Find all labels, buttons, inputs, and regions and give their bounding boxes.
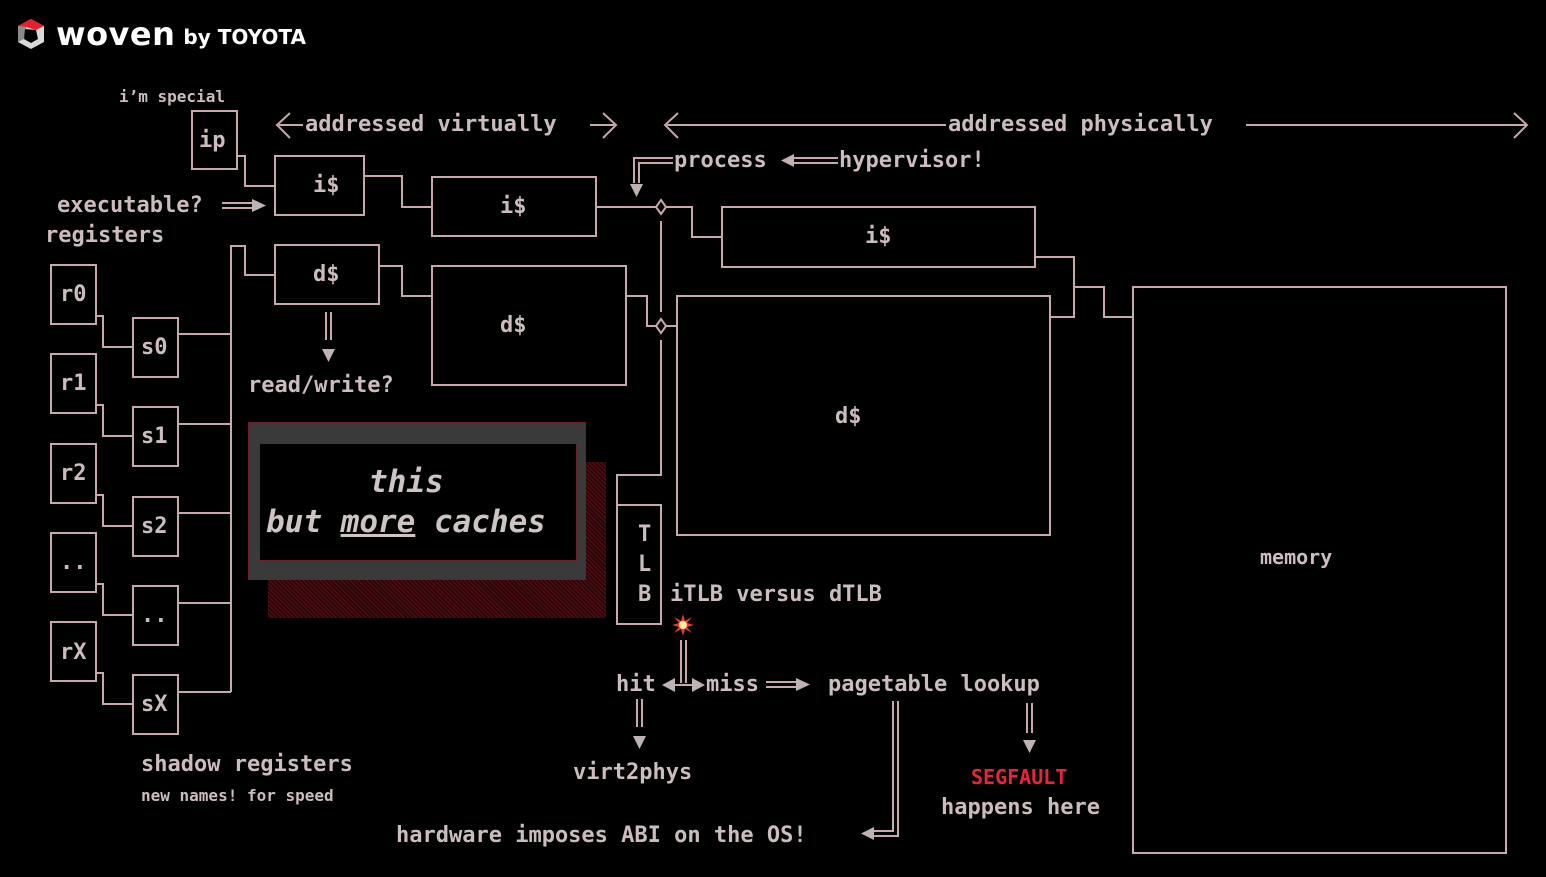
l3-dcache-box xyxy=(676,295,1051,536)
segfault-arrow xyxy=(1023,703,1036,753)
memory-label: memory xyxy=(1260,545,1333,569)
registers-label: registers xyxy=(45,223,165,248)
register-box-rX xyxy=(50,621,97,682)
abi-label: hardware imposes ABI on the OS! xyxy=(396,823,807,848)
hypervisor-arrow xyxy=(630,154,838,197)
register-r1: r1 xyxy=(60,371,87,396)
l1i-l2i-wire xyxy=(364,175,432,208)
l1-dcache-label: d$ xyxy=(313,262,340,287)
brand-suffix: by TOYOTA xyxy=(183,25,306,49)
shadow-s0: s0 xyxy=(141,335,168,360)
pagetable-lookup-label: pagetable lookup xyxy=(828,672,1040,697)
read-write-label: read/write? xyxy=(248,373,394,398)
l3-dcache-label: d$ xyxy=(835,404,862,429)
l1d-l2d-wire xyxy=(379,265,432,297)
virt2phys-arrow xyxy=(633,699,646,749)
register-box-r2 xyxy=(50,443,97,504)
ip-note: i’m special xyxy=(119,87,225,106)
addressed-physically-label: addressed physically xyxy=(948,112,1213,137)
callout-line2-a: but xyxy=(266,504,341,540)
explosion-icon xyxy=(672,614,694,636)
woven-logo: woven by TOYOTA xyxy=(14,16,306,52)
tlb-letter-t: T xyxy=(638,522,652,547)
brand-word: woven xyxy=(56,15,176,53)
memory-box xyxy=(1132,286,1507,854)
ip-label: ip xyxy=(199,128,226,153)
register-box-dots xyxy=(50,532,97,593)
executable-arrow xyxy=(222,199,266,212)
register-box-r0 xyxy=(50,264,97,325)
shadow-s2: s2 xyxy=(141,514,168,539)
l3d-mem-wire xyxy=(1050,287,1075,318)
tlb-letter-l: L xyxy=(638,552,652,577)
segfault-label: SEGFAULT xyxy=(971,765,1068,789)
l2-dcache-label: d$ xyxy=(500,313,527,338)
l2-icache-label: i$ xyxy=(500,194,527,219)
tlb-box xyxy=(616,504,662,625)
l2d-tap-wire xyxy=(626,295,656,327)
hypervisor-label: hypervisor! xyxy=(839,148,985,173)
register-box-r1 xyxy=(50,353,97,414)
tlb-tap-diamond-i xyxy=(654,198,668,216)
shadow-sX: sX xyxy=(141,692,168,717)
miss-label: miss xyxy=(706,672,759,697)
tlb-letter-b: B xyxy=(638,582,652,607)
register-r2: r2 xyxy=(60,461,87,486)
tlb-note: iTLB versus dTLB xyxy=(670,582,882,607)
callout-inner xyxy=(259,443,577,561)
shadow-registers-note: new names! for speed xyxy=(141,786,334,805)
tlb-bus-lower xyxy=(616,340,662,505)
l1-icache-label: i$ xyxy=(313,173,340,198)
virtual-range-arrow xyxy=(275,112,618,139)
segfault-note: happens here xyxy=(941,795,1100,820)
ip-wire xyxy=(237,155,275,187)
register-r0: r0 xyxy=(60,282,87,307)
callout-box xyxy=(248,422,586,580)
register-wires xyxy=(96,245,275,705)
process-label: process xyxy=(674,148,767,173)
register-dots: .. xyxy=(60,550,87,575)
shadow-dots: .. xyxy=(141,603,168,628)
hit-miss-arrows xyxy=(662,640,810,692)
tlb-tap-diamond-d xyxy=(654,317,668,335)
executable-label: executable? xyxy=(57,193,203,218)
virt2phys-label: virt2phys xyxy=(573,760,693,785)
physical-range-arrow xyxy=(663,112,1529,139)
callout-line1: this xyxy=(369,464,444,500)
ip-box xyxy=(191,110,238,170)
register-rX: rX xyxy=(60,640,87,665)
callout-line2: but more caches xyxy=(266,507,546,538)
shadow-registers-title: shadow registers xyxy=(141,752,353,777)
l3-icache-label: i$ xyxy=(865,224,892,249)
l2-dcache-box xyxy=(431,265,627,386)
woven-hexagon-logo-icon xyxy=(18,19,44,49)
register-boxes xyxy=(50,264,97,682)
l3i-mem-wire xyxy=(1035,256,1133,318)
callout-emphasis: more xyxy=(340,504,416,540)
tap-l3i-wire xyxy=(666,206,722,238)
callout-line2-b: caches xyxy=(415,504,546,540)
hit-label: hit xyxy=(616,672,656,697)
abi-arrow xyxy=(861,701,899,840)
shadow-s1: s1 xyxy=(141,424,168,449)
addressed-virtually-label: addressed virtually xyxy=(305,112,557,137)
read-write-arrow xyxy=(322,312,335,362)
